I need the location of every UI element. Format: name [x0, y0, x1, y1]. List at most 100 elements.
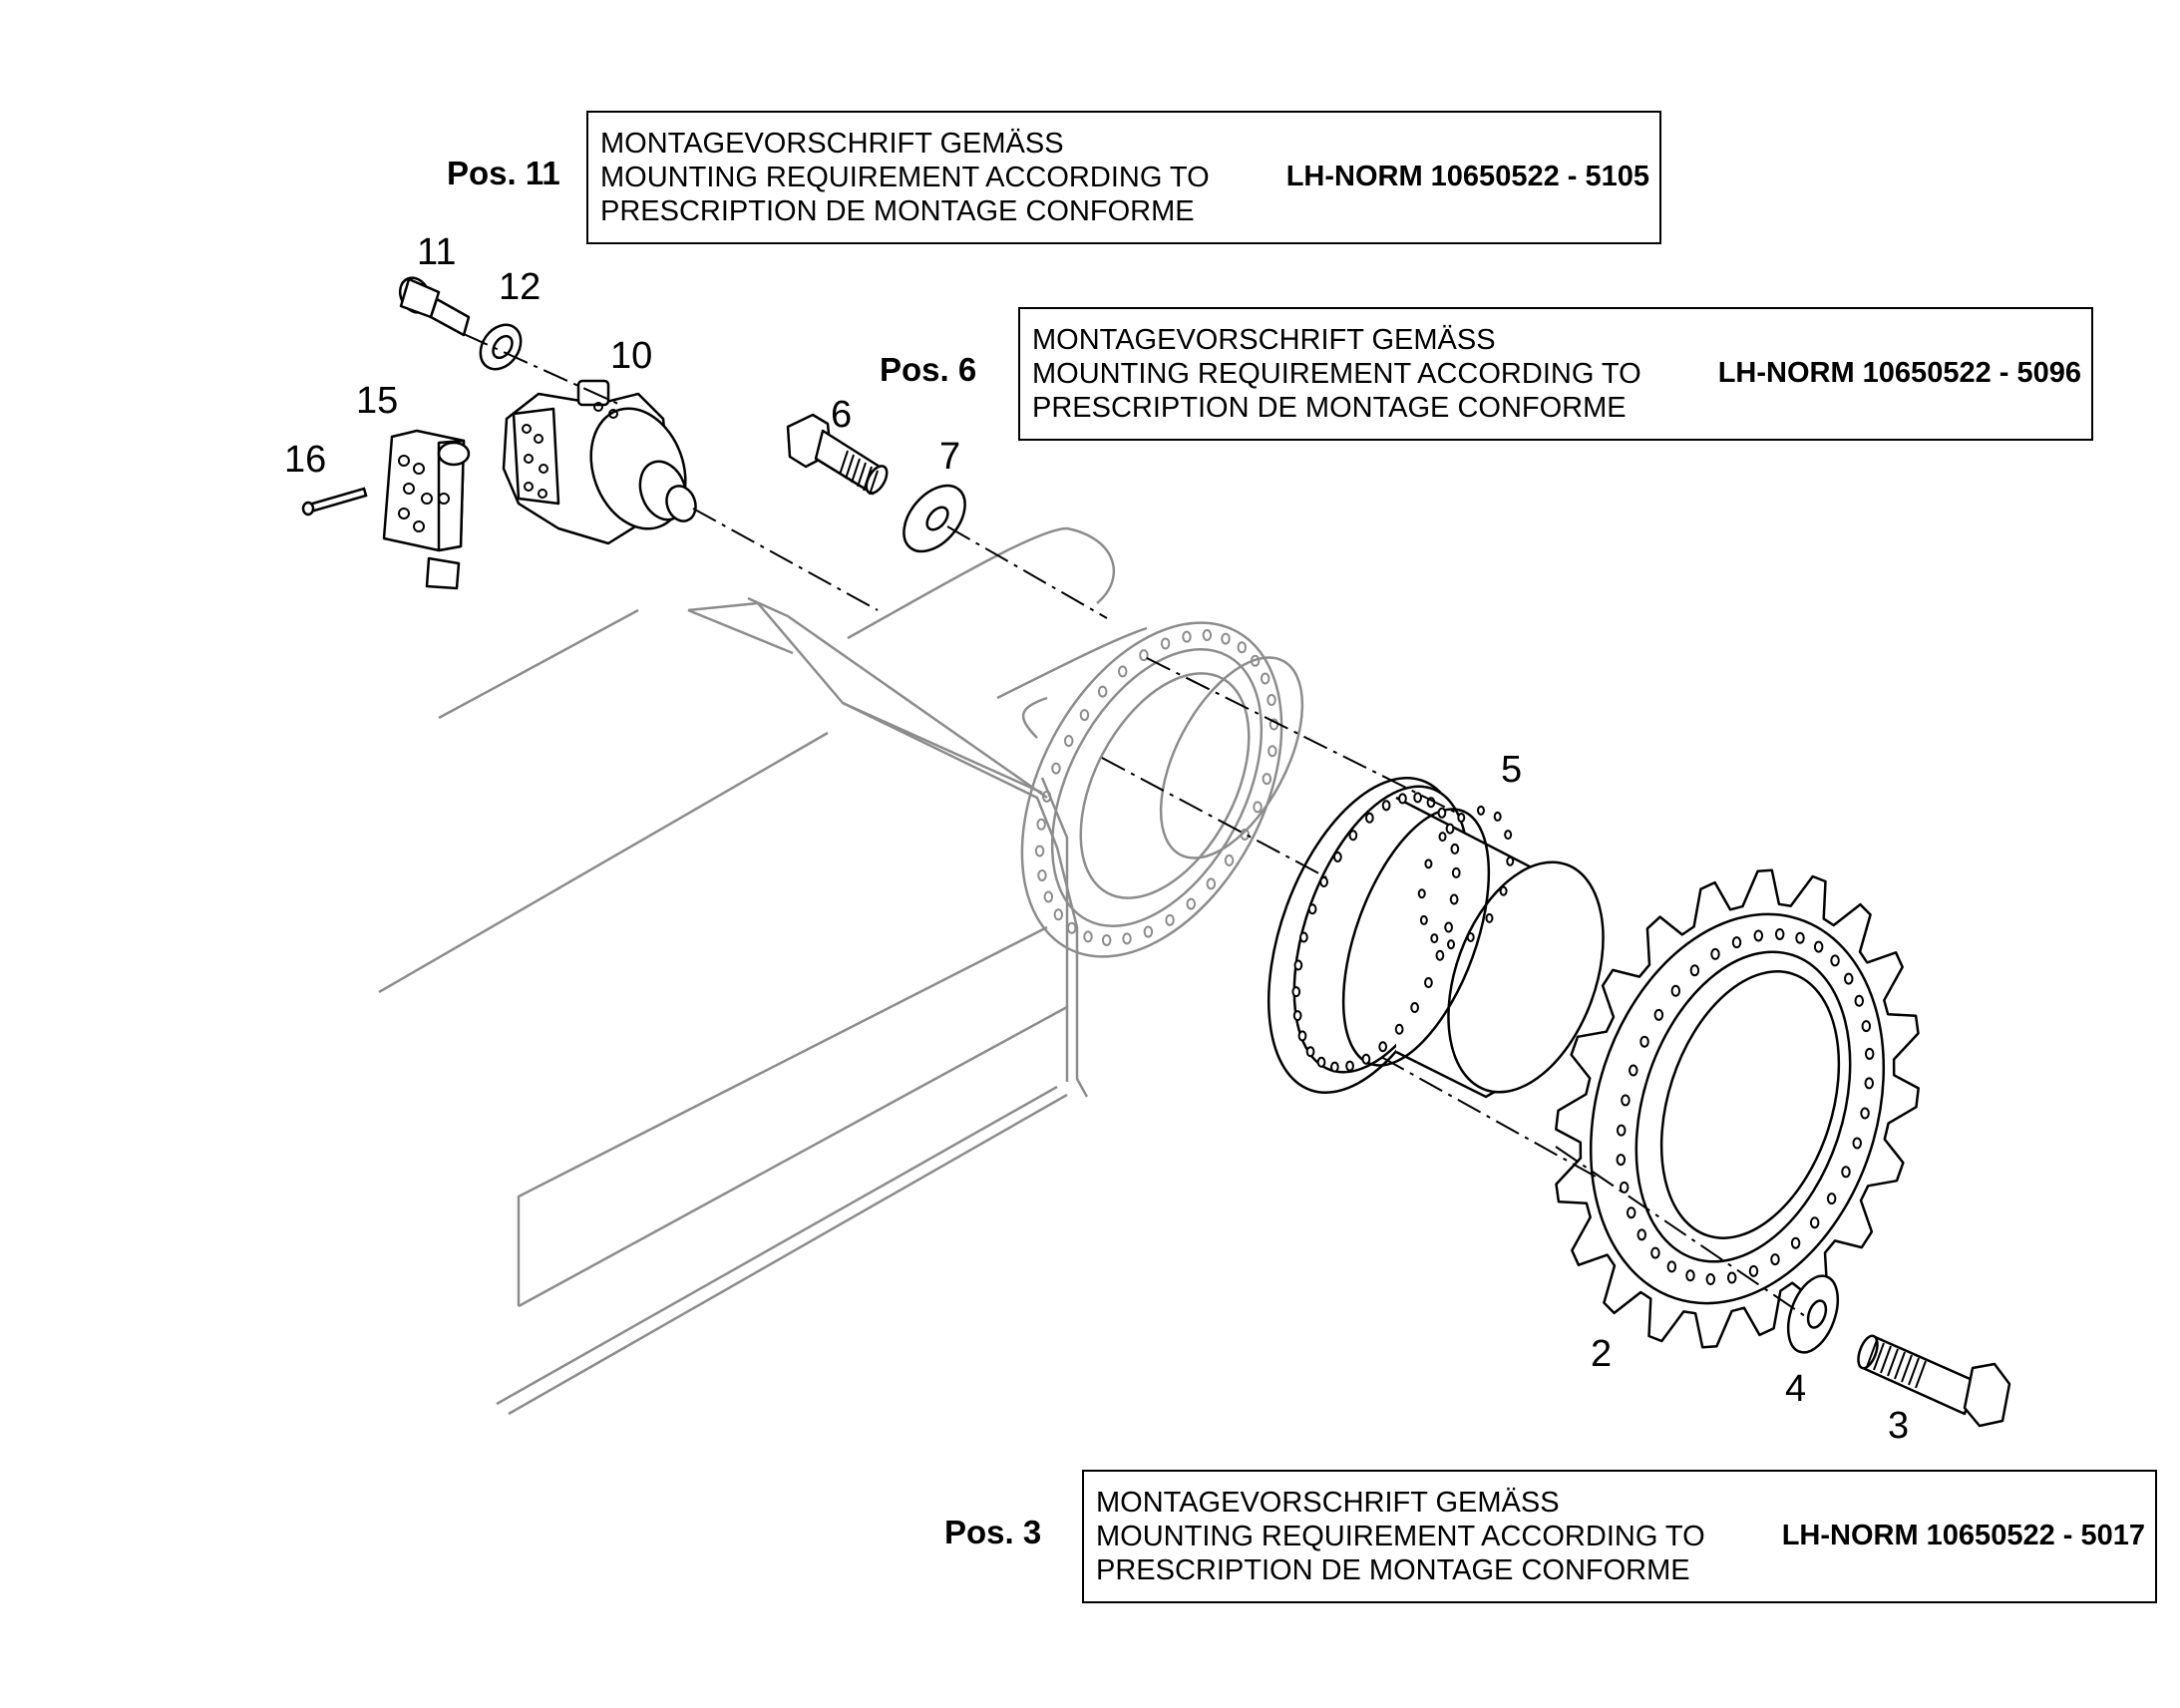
note-line-de: MONTAGEVORSCHRIFT GEMÄSS: [600, 128, 1064, 160]
bolt-hole: [1063, 735, 1074, 748]
bolt-hole: [1262, 773, 1272, 786]
bolt-hole: [1101, 933, 1112, 946]
note-line-fr: PRESCRIPTION DE MONTAGE CONFORME: [1096, 1554, 1690, 1586]
bolt-hole: [1809, 1216, 1820, 1229]
cap-screw-11: [398, 276, 471, 337]
bolt-hole: [1860, 1107, 1870, 1120]
bolt-hole: [1843, 972, 1854, 985]
port-hole: [593, 402, 603, 412]
bolt-hole: [1051, 762, 1061, 775]
bolt-hole: [1240, 828, 1251, 841]
bolt-hole: [1165, 913, 1175, 926]
bolt-hole: [1710, 947, 1720, 960]
frame-bolt-holes: [1034, 629, 1279, 946]
gear-bolt-holes: [1291, 792, 1515, 1073]
port-hole: [524, 454, 534, 464]
bolt-hole: [1267, 694, 1276, 707]
thread-line: [1887, 1348, 1899, 1377]
bolt-hole: [1417, 888, 1426, 899]
bolt-hole: [1705, 1273, 1716, 1286]
bolt-hole: [1795, 931, 1805, 944]
note-line-en: MOUNTING REQUIREMENT ACCORDING TO: [600, 162, 1210, 193]
mounting-note-box: MONTAGEVORSCHRIFT GEMÄSS MOUNTING REQUIR…: [1082, 1470, 2157, 1603]
bolt-3-thread: [1866, 1339, 1927, 1389]
bolt-hole: [1361, 1053, 1371, 1065]
bolt-hole: [1504, 830, 1513, 841]
bolt-hole: [1626, 1206, 1636, 1219]
bolt-hole: [1689, 964, 1700, 977]
note-line-de: MONTAGEVORSCHRIFT GEMÄSS: [1096, 1487, 1560, 1519]
bolt-6-thread: [839, 450, 879, 496]
bolt-hole: [1466, 931, 1475, 942]
bolt-hole: [1410, 1002, 1419, 1014]
bolt-hole: [1319, 876, 1328, 888]
bolt-hole: [1653, 1008, 1664, 1021]
callout-6: 6: [831, 394, 853, 436]
bolt-hole: [1666, 1260, 1677, 1273]
bolt-hole: [1619, 1181, 1630, 1194]
bolt-hole: [1378, 1041, 1388, 1053]
sprocket: [1555, 868, 1920, 1349]
bolt-hole: [1330, 1061, 1339, 1073]
bolt-hole: [1122, 932, 1132, 945]
bolt-hole: [1435, 949, 1445, 961]
bolt-hole: [1305, 1046, 1315, 1058]
motor-ports: [522, 402, 618, 499]
port-hole: [398, 508, 410, 519]
bolt-hole: [1748, 1264, 1759, 1277]
bolt-hole: [1636, 1228, 1647, 1241]
bolt-hole: [1621, 1094, 1631, 1107]
bolt-hole: [1449, 893, 1459, 905]
washer-12: [479, 323, 523, 371]
bolt-hole: [1445, 823, 1455, 835]
bolt-hole: [1316, 1056, 1326, 1068]
thread-line: [1908, 1357, 1920, 1386]
bolt-hole: [1117, 665, 1128, 678]
sprocket-rings: [1589, 912, 1886, 1305]
bolt-hole: [1345, 1060, 1354, 1072]
callout-15: 15: [356, 380, 399, 422]
note-pos-label: Pos. 3: [944, 1514, 1042, 1550]
bolt-hole: [1292, 1010, 1302, 1022]
note-pos-label: Pos. 6: [880, 351, 977, 388]
bolt-hole: [1348, 830, 1358, 842]
bolt-hole: [1250, 654, 1261, 667]
thread-line: [857, 462, 867, 488]
bolt-hole: [1451, 866, 1461, 878]
thread-line: [1866, 1339, 1878, 1368]
bolt-hole: [1066, 921, 1077, 934]
note-norm-number: LH-NORM 10650522 - 5017: [1781, 1520, 2145, 1551]
bolt-hole: [1424, 858, 1433, 869]
bolt-hole: [1450, 843, 1460, 854]
thread-line: [839, 450, 849, 476]
note-line-fr: PRESCRIPTION DE MONTAGE CONFORME: [1032, 392, 1627, 424]
bolt-hole: [1447, 939, 1456, 950]
thread-line: [1873, 1342, 1885, 1371]
bolt-hole: [1841, 1166, 1851, 1179]
bolt-hole: [1670, 984, 1681, 997]
mounting-note-box: MONTAGEVORSCHRIFT GEMÄSS MOUNTING REQUIR…: [1018, 307, 2093, 441]
thread-line: [1901, 1354, 1913, 1383]
note-norm-number: LH-NORM 10650522 - 5105: [1285, 161, 1649, 192]
callout-5: 5: [1501, 749, 1523, 791]
bolt-hole: [1852, 1137, 1862, 1150]
bolt-hole: [1444, 921, 1453, 933]
bolt-hole: [1731, 936, 1742, 949]
callout-11: 11: [417, 231, 457, 273]
sprocket-bolt-holes: [1616, 927, 1875, 1286]
bolt-hole: [1053, 908, 1064, 921]
bolt-hole: [1043, 890, 1054, 903]
thread-line: [1880, 1345, 1892, 1374]
port-hole: [421, 493, 433, 505]
callout-16: 16: [284, 439, 327, 481]
bolt-hole: [1616, 1154, 1627, 1167]
bolt-hole: [1307, 903, 1317, 915]
bolt-6: [786, 413, 889, 496]
bolt-hole: [1034, 845, 1045, 857]
callout-7: 7: [939, 436, 961, 478]
bolt-hole: [1037, 868, 1047, 881]
bolt-hole: [1437, 807, 1447, 819]
callout-3: 3: [1888, 1405, 1910, 1447]
thread-line: [845, 454, 855, 480]
